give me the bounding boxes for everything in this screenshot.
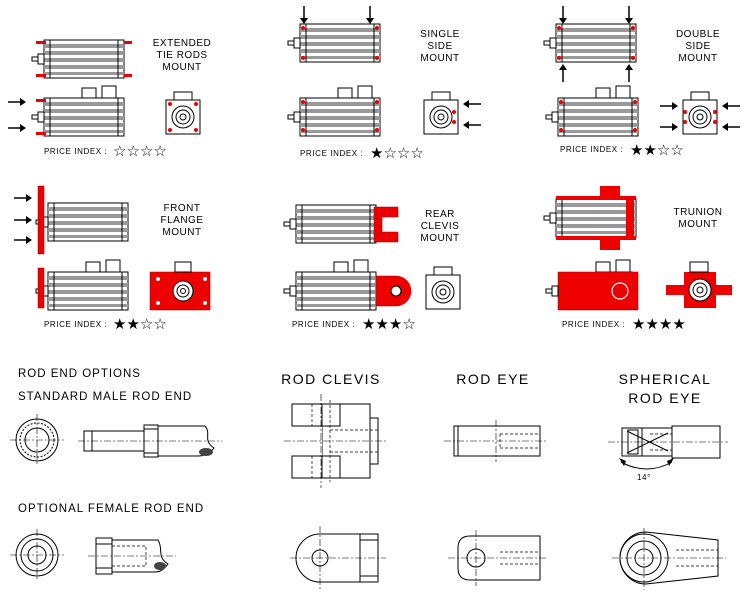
price-index-stars: ★★☆☆ <box>630 141 684 159</box>
rear-clevis-mount: REAR CLEVIS MOUNT PRICE INDEX : ★★★☆ <box>283 204 461 333</box>
standard-male-rod-end-drawing <box>10 414 222 466</box>
price-index-stars: ★★★☆ <box>362 315 416 333</box>
rod-eye-end-drawing <box>448 530 548 586</box>
mount-title: MOUNT <box>420 233 459 244</box>
price-index-label: PRICE INDEX : <box>300 149 363 158</box>
mount-title: REAR <box>425 209 455 220</box>
mount-title: MOUNT <box>162 227 201 238</box>
price-index-label: PRICE INDEX : <box>562 320 625 329</box>
price-index-label: PRICE INDEX : <box>292 320 355 329</box>
mount-title: CLEVIS <box>421 221 460 232</box>
trunion-mount: TRUNION MOUNT PRICE INDEX : ★★★★ <box>543 186 732 333</box>
rod-eye-label: ROD EYE <box>456 371 530 387</box>
mount-title: SINGLE <box>420 29 460 40</box>
mount-title: TIE RODS <box>156 50 207 61</box>
mount-title: MOUNT <box>678 219 717 230</box>
mount-title: EXTENDED <box>153 38 211 49</box>
double-side-mount: DOUBLE SIDE MOUNT PRICE INDEX : ★★☆☆ <box>543 5 741 159</box>
spherical-rod-eye-label: SPHERICAL <box>619 371 712 387</box>
price-index-stars: ★☆☆☆ <box>370 144 424 162</box>
rod-clevis-side-drawing <box>284 394 386 488</box>
mount-title: FLANGE <box>160 215 203 226</box>
single-side-mount: SINGLE SIDE MOUNT PRICE INDEX : ★☆☆☆ <box>287 5 482 162</box>
spherical-rod-eye-label: ROD EYE <box>628 390 702 406</box>
price-index-stars: ★★★★ <box>632 315 686 333</box>
mount-title: SIDE <box>427 41 452 52</box>
mount-title: MOUNT <box>162 62 201 73</box>
spherical-rod-eye-end-drawing <box>612 528 726 590</box>
optional-female-rod-end-drawing <box>10 529 176 581</box>
mount-title: SIDE <box>685 41 710 52</box>
rod-clevis-label: ROD CLEVIS <box>281 371 381 387</box>
optional-rod-end-label: OPTIONAL FEMALE ROD END <box>18 503 204 515</box>
price-index-label: PRICE INDEX : <box>44 147 107 156</box>
rod-end-heading: ROD END OPTIONS <box>18 368 141 380</box>
rod-eye-side-drawing <box>444 420 548 462</box>
spherical-rod-eye-side-drawing: 14° <box>608 425 728 482</box>
mount-title: FRONT <box>164 203 201 214</box>
price-index-stars: ★★☆☆ <box>113 315 167 333</box>
standard-rod-end-label: STANDARD MALE ROD END <box>18 391 192 403</box>
mount-title: MOUNT <box>678 53 717 64</box>
price-index-label: PRICE INDEX : <box>44 320 107 329</box>
mount-title: DOUBLE <box>676 29 720 40</box>
extended-tie-rods-mount: EXTENDED TIE RODS MOUNT PRICE INDEX : ☆☆… <box>7 38 211 160</box>
mount-title: MOUNT <box>420 53 459 64</box>
mount-title: TRUNION <box>673 207 722 218</box>
angle-label: 14° <box>637 473 651 482</box>
front-flange-mount: FRONT FLANGE MOUNT PRICE INDEX : ★★☆☆ <box>13 185 211 333</box>
price-index-label: PRICE INDEX : <box>560 145 623 154</box>
price-index-stars: ☆☆☆☆ <box>113 142 167 160</box>
rod-clevis-end-drawing <box>290 526 386 590</box>
